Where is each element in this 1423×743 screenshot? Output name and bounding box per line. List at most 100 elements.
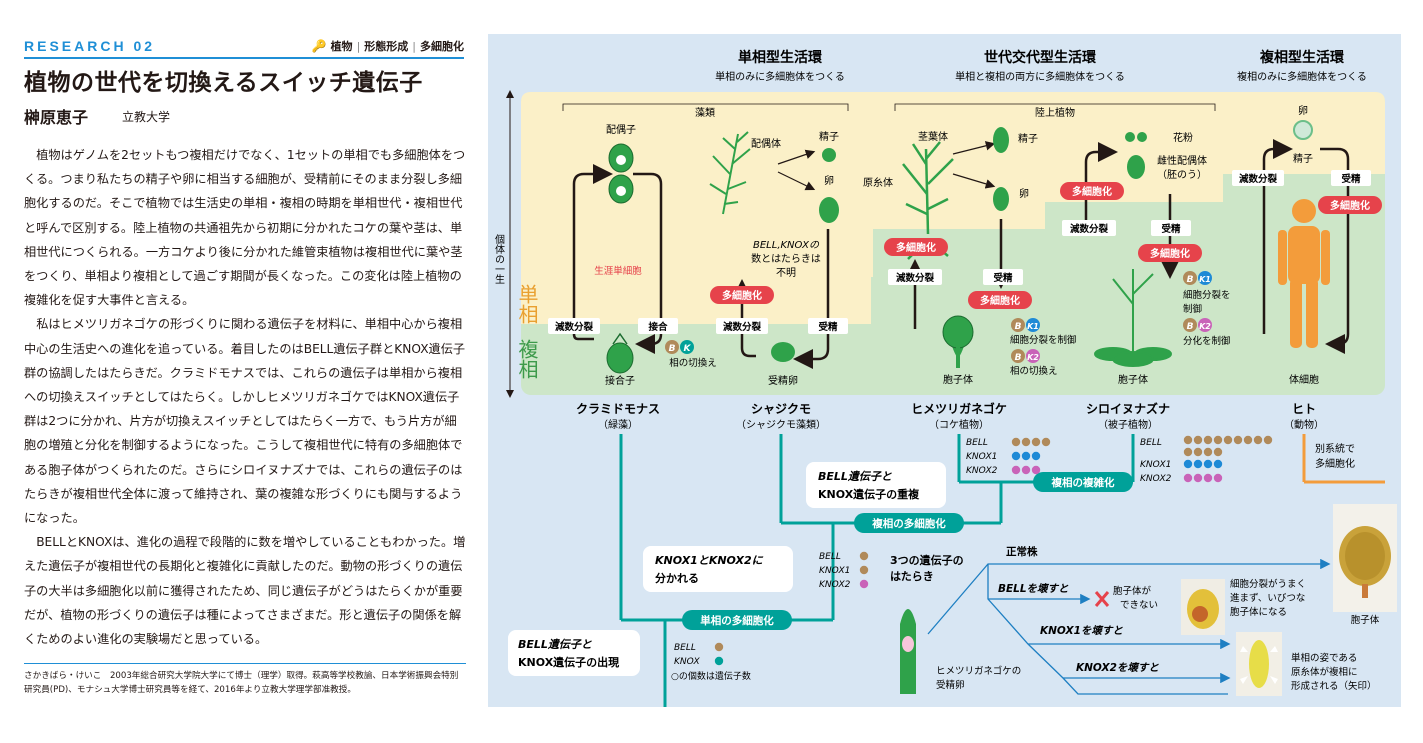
chara-gametophyte-icon: [709, 131, 751, 215]
gene-dot: [1031, 465, 1041, 475]
sporophyte-label: 胞子体: [943, 374, 973, 386]
species-name: クラミドモナス: [576, 402, 660, 416]
gene-count-moss: BELL KNOX1 KNOX2: [966, 437, 1051, 476]
fertilized-egg-icon: [771, 342, 795, 362]
gene-dot: [1203, 447, 1213, 457]
body-cell-label: 体細胞: [1289, 373, 1319, 386]
human-note: 多細胞化: [1315, 457, 1355, 470]
species-name: シャジクモ: [751, 402, 811, 416]
sperm-organ-icon: [993, 127, 1009, 153]
haploid-label: 単相: [515, 284, 539, 324]
moss-sporophyte-icon: [942, 315, 974, 368]
event-callout: [508, 630, 640, 676]
gene-dot: [1213, 435, 1223, 445]
diploid-label: 複相: [515, 339, 539, 379]
gene-dot: [1031, 451, 1041, 461]
species-name: シロイヌナズナ: [1086, 401, 1170, 416]
embryo-sac-label: （胚のう）: [1157, 169, 1207, 181]
egg-label: 卵: [1298, 105, 1308, 117]
section-label: RESEARCH 02: [24, 38, 156, 54]
gene-dot: [1203, 435, 1213, 445]
zygote-icon: [606, 332, 634, 374]
svg-text:複相の複雑化: 複相の複雑化: [1051, 476, 1115, 489]
gene-dot: [859, 565, 869, 575]
event-callout: [643, 546, 793, 592]
svg-text:KNOX1: KNOX1: [966, 452, 997, 462]
gene-badge-k: [680, 340, 694, 354]
gametophore-label: 茎葉体: [918, 130, 948, 143]
svg-text:KNOX2: KNOX2: [1140, 474, 1172, 484]
gene-dot: [1021, 465, 1031, 475]
gene-dot: [1203, 459, 1213, 469]
svg-text:KNOX2: KNOX2: [819, 580, 851, 590]
article-title: 植物の世代を切換えるスイッチ遺伝子: [24, 70, 423, 96]
meiosis-label: 減数分裂: [723, 321, 762, 333]
fertilization-label: 受精: [1161, 223, 1181, 235]
knox2-ko-label: KNOX2を壊すと: [1076, 662, 1159, 674]
gene-dot: [1233, 435, 1243, 445]
svg-text:多細胞化: 多細胞化: [1072, 185, 1112, 198]
unknown-note: BELL,KNOXの: [753, 240, 820, 251]
gene-dot: [1041, 437, 1051, 447]
branch-badge: [1033, 472, 1133, 492]
svg-text:B: B: [669, 344, 676, 354]
branch-badge: [854, 513, 964, 533]
species-group: （動物）: [1284, 418, 1324, 431]
gene-count-split: BELL KNOX1 KNOX2: [819, 551, 869, 590]
gene-dot: [1213, 473, 1223, 483]
svg-text:KNOX1: KNOX1: [1140, 460, 1171, 470]
gene-dot: [1183, 447, 1193, 457]
tag: 多細胞化: [420, 40, 464, 53]
gene-dot: [1031, 437, 1041, 447]
result-note: できない: [1120, 600, 1158, 611]
result-note: 胞子体になる: [1230, 606, 1287, 618]
svg-text:KNOX1: KNOX1: [819, 566, 850, 576]
meiosis-label: 減数分裂: [896, 272, 935, 284]
article: RESEARCH 02 🔑 植物 | 形態形成 | 多細胞化 植物の世代を切換え…: [0, 0, 488, 743]
species-name: ヒメツリガネゴケ: [911, 401, 1007, 416]
gene-badge-b: [665, 340, 679, 354]
gene-dot: [1223, 435, 1233, 445]
haploid-area: [521, 92, 1385, 324]
gametophyte-label: 配偶体: [751, 137, 781, 150]
algae-bracket: [562, 103, 849, 111]
land-bracket: [894, 103, 1216, 111]
gamete-icon: [608, 143, 634, 204]
paragraph: BELLとKNOXは、進化の過程で段階的に数を増やしていることもわかった。増えた…: [24, 535, 466, 647]
gene-dot: [714, 642, 724, 652]
egg-label: 卵: [1019, 188, 1029, 200]
svg-text:BELL遺伝子と: BELL遺伝子と: [518, 638, 592, 651]
svg-text:K1: K1: [1027, 322, 1039, 331]
multicellular-badge: [968, 291, 1032, 309]
fertilization-label: 受精: [1341, 173, 1361, 185]
sperm-label: 精子: [819, 130, 839, 143]
svg-text:KNOX2: KNOX2: [966, 466, 998, 476]
human-figure-icon: [1278, 199, 1330, 348]
gene-dot: [714, 656, 724, 666]
divider: [24, 663, 466, 664]
key-icon: 🔑: [311, 39, 327, 53]
event-callout: [806, 462, 946, 508]
group-label: 藻類: [695, 106, 715, 119]
author-bio: さかきばら・けいこ 2003年総合研究大学院大学にて博士（理学）取得。萩高等学校…: [24, 671, 459, 695]
header-title: 単相型生活環: [738, 49, 823, 66]
count-note: ○の個数は遺伝子数: [671, 670, 751, 682]
svg-text:KNOX1とKNOX2に: KNOX1とKNOX2に: [655, 554, 764, 567]
group-label: 陸上植物: [1035, 106, 1075, 119]
sporophyte-photo-label: 胞子体: [1351, 614, 1380, 626]
svg-text:BELL: BELL: [1140, 438, 1162, 448]
svg-text:多細胞化: 多細胞化: [896, 241, 936, 254]
gene-dot: [1011, 437, 1021, 447]
sperm-label: 精子: [1018, 132, 1038, 145]
result-note: 単相の姿である: [1291, 652, 1357, 664]
gene-dot: [1263, 435, 1273, 445]
result-note: 細胞分裂がうまく: [1230, 578, 1306, 590]
sperm-label: 精子: [1293, 152, 1313, 165]
gene-function-label: 分化を制御: [1183, 335, 1231, 347]
svg-text:B: B: [1187, 322, 1194, 332]
experiment-title: はたらき: [890, 570, 934, 583]
svg-text:BELL: BELL: [819, 552, 841, 562]
header-title: 複相型生活環: [1259, 49, 1345, 66]
species-name: ヒト: [1292, 402, 1316, 416]
result-note: 形成される（矢印）: [1291, 680, 1377, 692]
